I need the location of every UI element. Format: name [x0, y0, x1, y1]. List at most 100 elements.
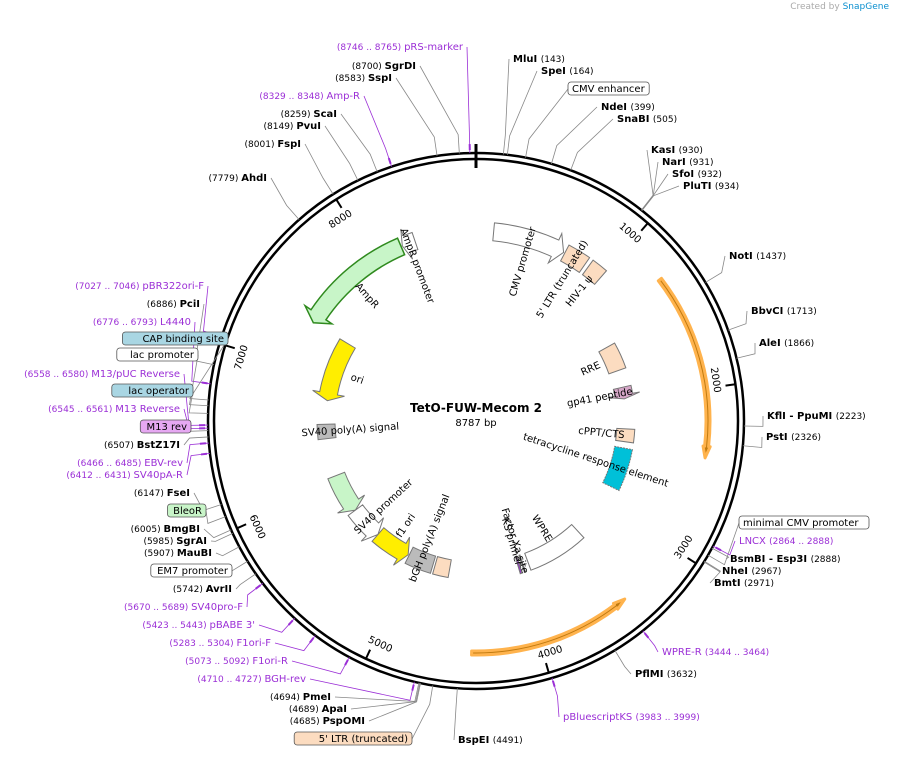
label-text-pbr322ori-f: (7027 .. 7046) pBR322ori-F [75, 281, 204, 292]
leader-pbr322ori-f [203, 285, 222, 338]
label-name-m13-puc-reverse: M13/pUC Reverse [91, 369, 180, 380]
plasmid-name: TetO-FUW-Mecom 2 [410, 401, 542, 415]
label-avrii: (5742) AvrII [173, 584, 232, 595]
tick-1000 [640, 222, 649, 232]
leader-pspomi [368, 683, 421, 722]
label-pluti: PluTI (934) [683, 181, 739, 192]
label-text-fsei: (6147) FseI [134, 488, 190, 499]
primer-mark-f1ori-r [344, 659, 349, 666]
label-pos-sspi: (8583) [335, 74, 368, 84]
label-name-pcii: PciI [180, 299, 200, 310]
label-maubi: (5907) MauBI [144, 548, 212, 559]
label-text-fspi: (8001) FspI [245, 139, 301, 150]
label-pos-bgh-rev: (4710 .. 4727) [197, 675, 264, 685]
feature-label-tetracycline-response-element: tetracycline response element [522, 432, 670, 490]
label-pos-l4440: (6776 .. 6793) [93, 318, 160, 328]
label-sspi: (8583) SspI [335, 73, 392, 84]
label-snabi: SnaBI (505) [617, 114, 677, 125]
label-text-maubi: (5907) MauBI [144, 548, 212, 559]
label-text-spei: SpeI (164) [541, 66, 594, 77]
feature-cppt-cts [615, 427, 636, 444]
leader-sv40pa-r [186, 452, 211, 476]
label-name-lncx: LNCX [739, 536, 769, 547]
leader-mlui [502, 58, 510, 155]
leader-fspi [304, 143, 334, 195]
primer-mark-sv40pa-r [200, 452, 208, 456]
label-text-lac-promoter: lac promoter [130, 350, 195, 361]
label-pmei: (4694) PmeI [270, 692, 331, 703]
label-l4440: (6776 .. 6793) L4440 [93, 317, 191, 328]
leader-bbvci [727, 310, 748, 331]
feature-label-cppt-cts: cPPT/CTS [578, 426, 625, 441]
label-pos-sv40pa-r: (6412 .. 6431) [66, 471, 133, 481]
label-name-sv40pro-f: SV40pro-F [191, 602, 243, 613]
label-text-lncx: LNCX (2864 .. 2888) [739, 536, 833, 547]
label-f1ori-r: (5073 .. 5092) F1ori-R [185, 656, 288, 667]
label-bbvci: BbvCI (1713) [751, 306, 817, 317]
label-name-ahdi: AhdI [241, 173, 267, 184]
feature-sv40-promoter [347, 504, 385, 542]
label-text-pluti: PluTI (934) [683, 181, 739, 192]
label-text-sv40pa-r: (6412 .. 6431) SV40pA-R [66, 470, 183, 481]
leader-psti [742, 436, 763, 448]
leader-minimal-cmv-promoter [707, 522, 740, 566]
label-name-pmei: PmeI [303, 692, 331, 703]
label-pos-amp-r: (8329 .. 8348) [259, 92, 326, 102]
label-box-lac-operator [111, 383, 194, 398]
leader-maubi [215, 546, 240, 557]
label-text-lac-operator: lac operator [128, 386, 189, 397]
label-pos-pcii: (6886) [147, 300, 180, 310]
label-apai: (4689) ApaI [289, 704, 347, 715]
leader-lac-promoter [188, 354, 209, 407]
label-nari: NarI (931) [662, 157, 713, 168]
label-name-maubi: MauBI [177, 548, 212, 559]
leader-lac-operator [188, 390, 209, 414]
label-box-bleor [167, 503, 207, 518]
feature-factor-xa-site [518, 554, 527, 574]
label-spei: SpeI (164) [541, 66, 594, 77]
label-text-l4440: (6776 .. 6793) L4440 [93, 317, 191, 328]
label-box-m13-rev [139, 419, 192, 434]
label-name-mlui: MluI [513, 54, 541, 65]
label-text-pvui: (8149) PvuI [264, 121, 321, 132]
label-name-bgh-rev: BGH-rev [264, 674, 306, 685]
label-bsmbi: BsmBI - Esp3I (2888) [730, 554, 841, 565]
leader-scai [340, 113, 378, 173]
label-name-bmti: BmtI [714, 578, 744, 589]
feature-label-rre: RRE [579, 360, 602, 378]
site-labels: (8746 .. 8765) pRS-marker(8700) SgrDI(85… [24, 42, 870, 746]
label-pos-bbvci: (1713) [787, 307, 817, 317]
label-text-bmti: BmtI (2971) [714, 578, 774, 589]
primer-mark-lncx [715, 546, 722, 552]
label-name-psti: PstI [766, 432, 791, 443]
leader-apai [350, 682, 421, 710]
label-pos-scai: (8259) [281, 110, 314, 120]
label-pos-spei: (164) [569, 67, 593, 77]
label-pspomi: (4685) PspOMI [290, 716, 365, 727]
label-name-sv40pa-r: SV40pA-R [134, 470, 183, 481]
label-ahdi: (7779) AhdI [208, 173, 267, 184]
leader-sfoi [641, 173, 669, 211]
label-name-nari: NarI [662, 157, 689, 168]
tick-5000 [364, 649, 372, 660]
feature-bleor [327, 471, 365, 514]
feature-ampr-promoter [400, 228, 419, 260]
primer-mark-pbluescriptks [551, 680, 556, 687]
label-pos-ndei: (399) [631, 103, 655, 113]
feature-rre [598, 342, 627, 375]
label-bmti: BmtI (2971) [714, 578, 774, 589]
label-pos-pbr322ori-f: (7027 .. 7046) [75, 282, 142, 292]
label-name-pluti: PluTI [683, 181, 715, 192]
label-em7-promoter: EM7 promoter [150, 563, 233, 578]
feature-bgh-poly-a-signal [404, 546, 437, 574]
label-name-pbr322ori-f: pBR322ori-F [142, 281, 204, 292]
label-pos-pbabe-3: (5423 .. 5443) [142, 621, 209, 631]
label-pos-pluti: (934) [715, 182, 739, 192]
label-kasi: KasI (930) [651, 145, 703, 156]
feature-label-wpre: WPRE [529, 513, 554, 544]
leader-sgrai [210, 533, 233, 542]
tick-8000 [335, 198, 343, 209]
label-box-em7-promoter [150, 563, 233, 578]
tick-2000 [725, 383, 736, 387]
label-pvui: (8149) PvuI [264, 121, 321, 132]
